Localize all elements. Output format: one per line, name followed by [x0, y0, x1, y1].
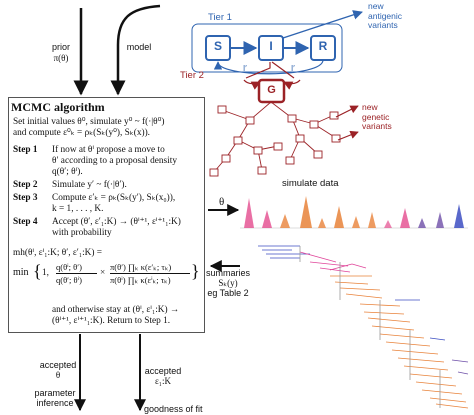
formula-one: 1, — [42, 268, 49, 278]
step4-label: Step 4 — [13, 217, 38, 227]
frac1-denominator: q(θ′; θⁱ) — [56, 275, 82, 285]
summaries-label: summaries — [205, 268, 250, 278]
peak-5 — [318, 218, 326, 228]
frac2-numerator: π(θ′) ∏ₖ κ(ε′ₖ; τₖ) — [110, 262, 172, 272]
model-label: model — [126, 42, 152, 52]
summaries-symbol: Sₖ(y) — [218, 278, 238, 288]
accepted-theta-label: accepted θ — [39, 360, 77, 380]
otherwise-line-2: (θⁱ⁺¹, εⁱ⁺¹₁:K). Return to Step 1. — [52, 316, 171, 326]
eg-table-label: eg Table 2 — [207, 288, 249, 298]
simulated-data-plot — [240, 196, 468, 229]
prime-left: I′ — [243, 64, 247, 73]
prior-symbol: π(θ) — [53, 53, 69, 63]
sir-model — [191, 10, 363, 177]
step1-line-3: q(θ′; θⁱ). — [52, 167, 83, 177]
init-line-1: Set initial values θ⁰, simulate y⁰ ~ f(·… — [13, 117, 165, 127]
simulate-data-label: simulate data — [282, 178, 339, 189]
step3-label: Step 3 — [13, 193, 38, 203]
model-arrow — [110, 4, 161, 96]
step4-line-2: with probability — [52, 228, 112, 238]
accepted-eps-label: accepted ε₁:K — [144, 366, 182, 386]
step1-line-2: θ′ according to a proposal density — [52, 156, 177, 166]
peak-4 — [300, 196, 312, 228]
step2-label: Step 2 — [13, 180, 38, 190]
tier1-box — [191, 23, 343, 73]
tier2-label: Tier 2 — [180, 70, 204, 81]
peak-7 — [352, 216, 360, 228]
step3-line-1: Compute ε′ₖ = ρₖ(Sₖ(y′), Sₖ(x₀)), — [52, 193, 176, 203]
step1-line-1: If now at θⁱ propose a move to — [52, 145, 165, 155]
peak-12 — [436, 212, 444, 228]
tier1-label: Tier 1 — [208, 12, 232, 23]
node-s: S — [213, 39, 222, 53]
phylogenetic-tree — [258, 245, 469, 409]
peak-11 — [418, 218, 426, 228]
theta-label: θ — [219, 196, 225, 208]
frac1-numerator: q(θⁱ; θ′) — [56, 262, 82, 272]
peak-13 — [454, 204, 464, 228]
peak-3 — [280, 214, 290, 228]
mcmc-title: MCMC algorithm — [11, 100, 105, 114]
formula-min: min — [13, 267, 29, 278]
peak-10 — [400, 208, 410, 228]
formula-brace-left: { — [33, 261, 42, 281]
frac2-denominator: π(θⁱ) ∏ₖ κ(εⁱₖ; τₖ) — [110, 275, 171, 285]
node-r: R — [318, 39, 328, 53]
peak-2 — [262, 210, 272, 228]
peak-1 — [244, 198, 254, 228]
prior-label: prior — [51, 42, 70, 52]
peak-8 — [368, 212, 376, 228]
parameter-inference-label: parameter inference — [34, 388, 76, 408]
node-g: G — [267, 84, 276, 96]
step3-line-2: k = 1, . . . , K. — [52, 204, 104, 214]
formula-brace-right: } — [191, 261, 200, 281]
mcmc-algorithm-box — [8, 97, 205, 333]
node-i: I — [269, 39, 273, 53]
goodness-of-fit-label: goodness of fit — [144, 404, 203, 414]
formula-times: × — [100, 268, 106, 278]
step1-label: Step 1 — [13, 145, 38, 155]
peak-9 — [384, 220, 392, 228]
prime-right: I′ — [291, 64, 295, 73]
step2-text: Simulate y′ ~ f(·|θ′). — [52, 180, 127, 190]
init-line-2: and compute ε⁰ₖ = ρₖ(Sₖ(y⁰), Sₖ(x)). — [13, 128, 150, 138]
otherwise-line-1: and otherwise stay at (θⁱ, εⁱ₁:K) → — [52, 305, 180, 315]
frac1-bar — [56, 273, 97, 274]
antigenic-variants-label: new antigenic variants — [368, 1, 403, 30]
genetic-variants-label: new genetic variants — [362, 102, 392, 131]
step4-line-1: Accept (θ′, ε′₁:K) → (θⁱ⁺¹, εⁱ⁺¹₁:K) — [52, 217, 181, 227]
formula-line-1: mh(θⁱ, εⁱ₁:K; θ′, ε′₁:K) = — [13, 248, 103, 258]
peak-6 — [334, 206, 344, 228]
frac2-bar — [110, 273, 190, 274]
